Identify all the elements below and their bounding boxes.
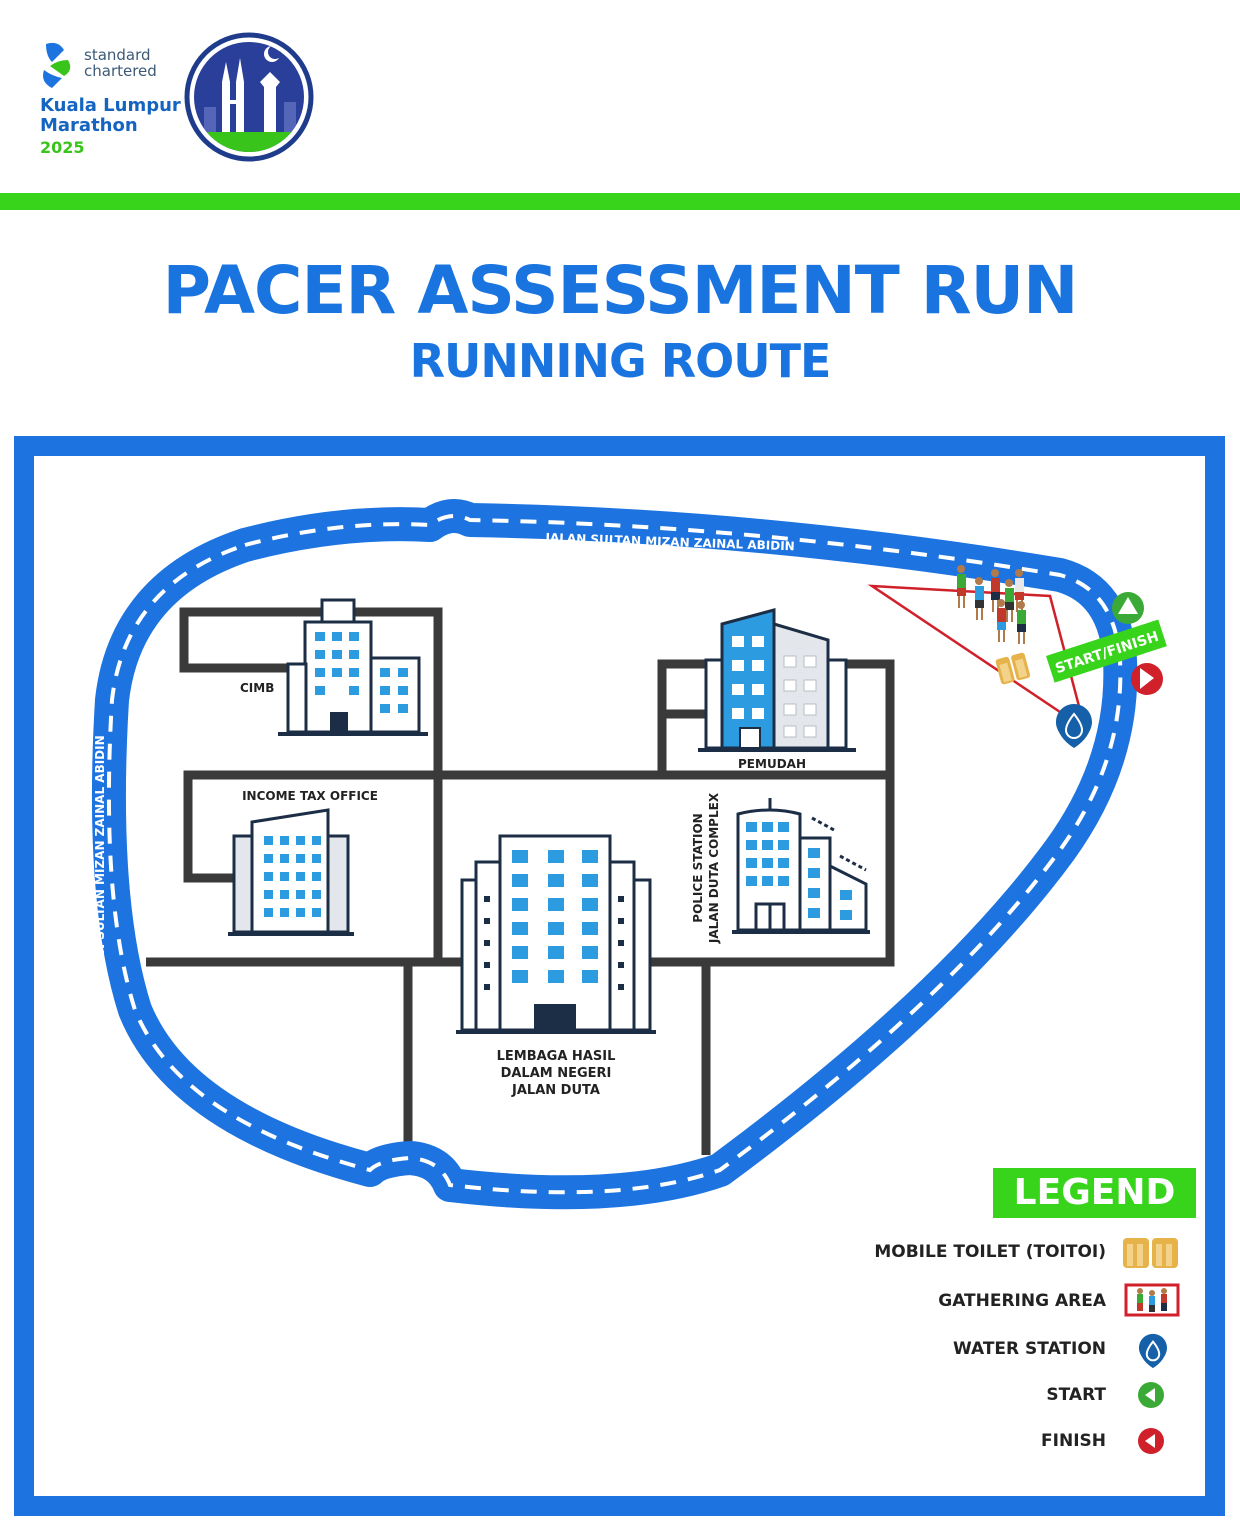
gathering-area-icon [1124,1283,1180,1317]
legend-label-toilet: MOBILE TOILET (TOITOI) [874,1242,1106,1262]
legend-label-water: WATER STATION [953,1339,1106,1359]
lhdn-label-line1: LEMBAGA HASIL [497,1049,616,1064]
route-centerline [106,514,1123,1195]
page-title: PACER ASSESSMENT RUN [162,252,1079,329]
income-tax-building [228,808,354,936]
lhdn-label-line2: DALAM NEGERI [501,1066,612,1081]
brand-line-1: standard [84,46,151,64]
map-water-station-icon [1055,704,1092,748]
sc-swirl-icon [43,42,71,88]
legend-label-start: START [1046,1385,1106,1405]
inner-streets [146,607,895,1155]
road-label-left: JALAN SULTAN MIZAN ZAINAL ABIDIN [93,735,107,985]
police-label-line1: POLICE STATION [691,813,705,922]
legend-title: LEGEND [993,1168,1196,1218]
event-line-2: Marathon [40,115,138,136]
pemudah-label: PEMUDAH [738,757,806,771]
event-line-1: Kuala Lumpur [40,95,181,116]
marathon-skyline-emblem [184,32,314,162]
finish-arrow-icon [1138,1428,1164,1454]
police-label-line2: JALAN DUTA COMPLEX [707,792,721,944]
cimb-label: CIMB [240,681,274,695]
map-finish-arrow-icon [1131,663,1163,695]
lhdn-label-line3: JALAN DUTA [511,1083,600,1098]
legend-label-gathering: GATHERING AREA [938,1291,1106,1311]
map-start-arrow-icon [1112,592,1144,624]
legend-label-finish: FINISH [1041,1431,1106,1451]
cimb-building [278,598,428,736]
pemudah-building [698,608,856,752]
start-arrow-icon [1138,1382,1164,1408]
income-tax-label: INCOME TAX OFFICE [242,789,378,803]
toilet-icon [1123,1238,1178,1268]
page-subtitle: RUNNING ROUTE [409,334,832,388]
event-year: 2025 [40,138,85,157]
gathering-runners [957,565,1026,644]
header-divider-bar [0,193,1240,210]
map-toilet-icon [995,652,1031,685]
lhdn-building [456,834,656,1034]
water-drop-icon [1139,1333,1167,1369]
brand-line-2: chartered [84,62,157,80]
police-station-building [732,798,870,934]
